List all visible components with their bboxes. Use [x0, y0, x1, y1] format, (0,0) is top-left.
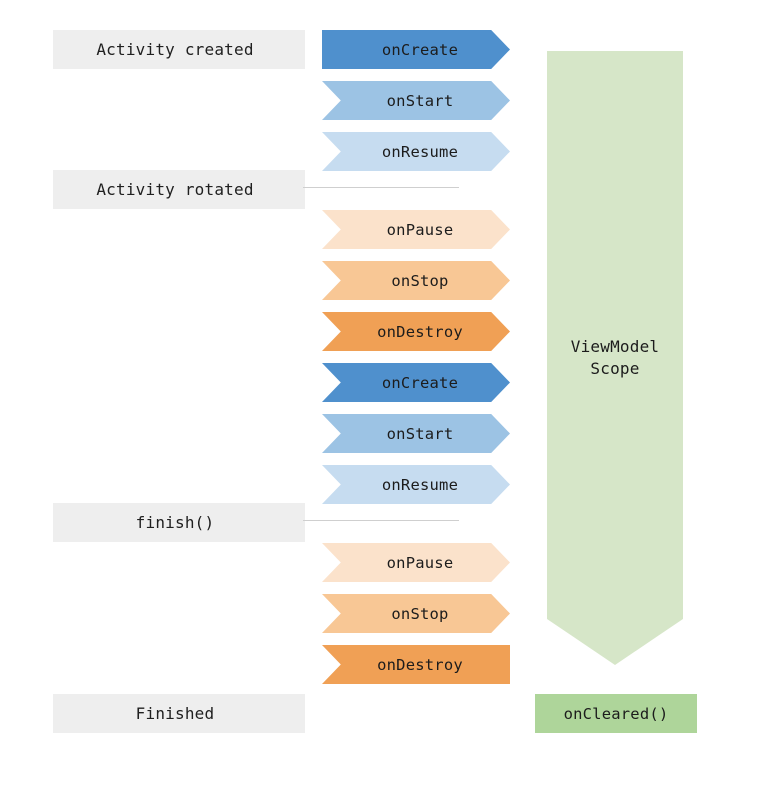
lifecycle-arrow-label: onCreate [381, 373, 459, 392]
oncleared-label: onCleared() [563, 704, 669, 723]
lifecycle-arrow-label: onDestroy [377, 322, 463, 341]
lifecycle-arrow-onstop-2: onStop [322, 594, 510, 633]
event-label-activity-created: Activity created [53, 30, 305, 69]
lifecycle-arrow-onpause-2: onPause [322, 543, 510, 582]
connector-finish [303, 520, 459, 521]
lifecycle-arrow-ondestroy-2: onDestroy [322, 645, 510, 684]
lifecycle-arrow-label: onDestroy [377, 655, 463, 674]
lifecycle-arrow-label: onCreate [381, 40, 459, 59]
lifecycle-arrow-label: onStart [386, 91, 454, 110]
connector-rotated [303, 187, 459, 188]
event-label-finish: finish() [53, 503, 305, 542]
event-label-finished: Finished [53, 694, 305, 733]
lifecycle-arrow-onpause-1: onPause [322, 210, 510, 249]
lifecycle-arrow-oncreate-2: onCreate [322, 363, 510, 402]
lifecycle-arrow-onstart-1: onStart [322, 81, 510, 120]
lifecycle-arrow-label: onStop [391, 604, 449, 623]
event-label-text: Activity created [96, 40, 254, 59]
event-label-text: finish() [135, 513, 215, 532]
lifecycle-arrow-label: onPause [386, 553, 454, 572]
lifecycle-arrow-label: onStop [391, 271, 449, 290]
event-label-text: Activity rotated [96, 180, 254, 199]
viewmodel-scope-band: ViewModel Scope [547, 51, 683, 665]
lifecycle-arrow-label: onStart [386, 424, 454, 443]
viewmodel-scope-label: ViewModel Scope [570, 337, 660, 378]
lifecycle-arrow-onresume-2: onResume [322, 465, 510, 504]
lifecycle-arrow-onresume-1: onResume [322, 132, 510, 171]
lifecycle-arrow-label: onResume [381, 475, 459, 494]
lifecycle-arrow-oncreate-1: onCreate [322, 30, 510, 69]
lifecycle-arrow-label: onPause [386, 220, 454, 239]
lifecycle-arrow-onstop-1: onStop [322, 261, 510, 300]
event-label-text: Finished [135, 704, 215, 723]
event-label-activity-rotated: Activity rotated [53, 170, 305, 209]
lifecycle-arrow-ondestroy-1: onDestroy [322, 312, 510, 351]
lifecycle-arrow-label: onResume [381, 142, 459, 161]
lifecycle-arrow-onstart-2: onStart [322, 414, 510, 453]
oncleared-box: onCleared() [535, 694, 697, 733]
